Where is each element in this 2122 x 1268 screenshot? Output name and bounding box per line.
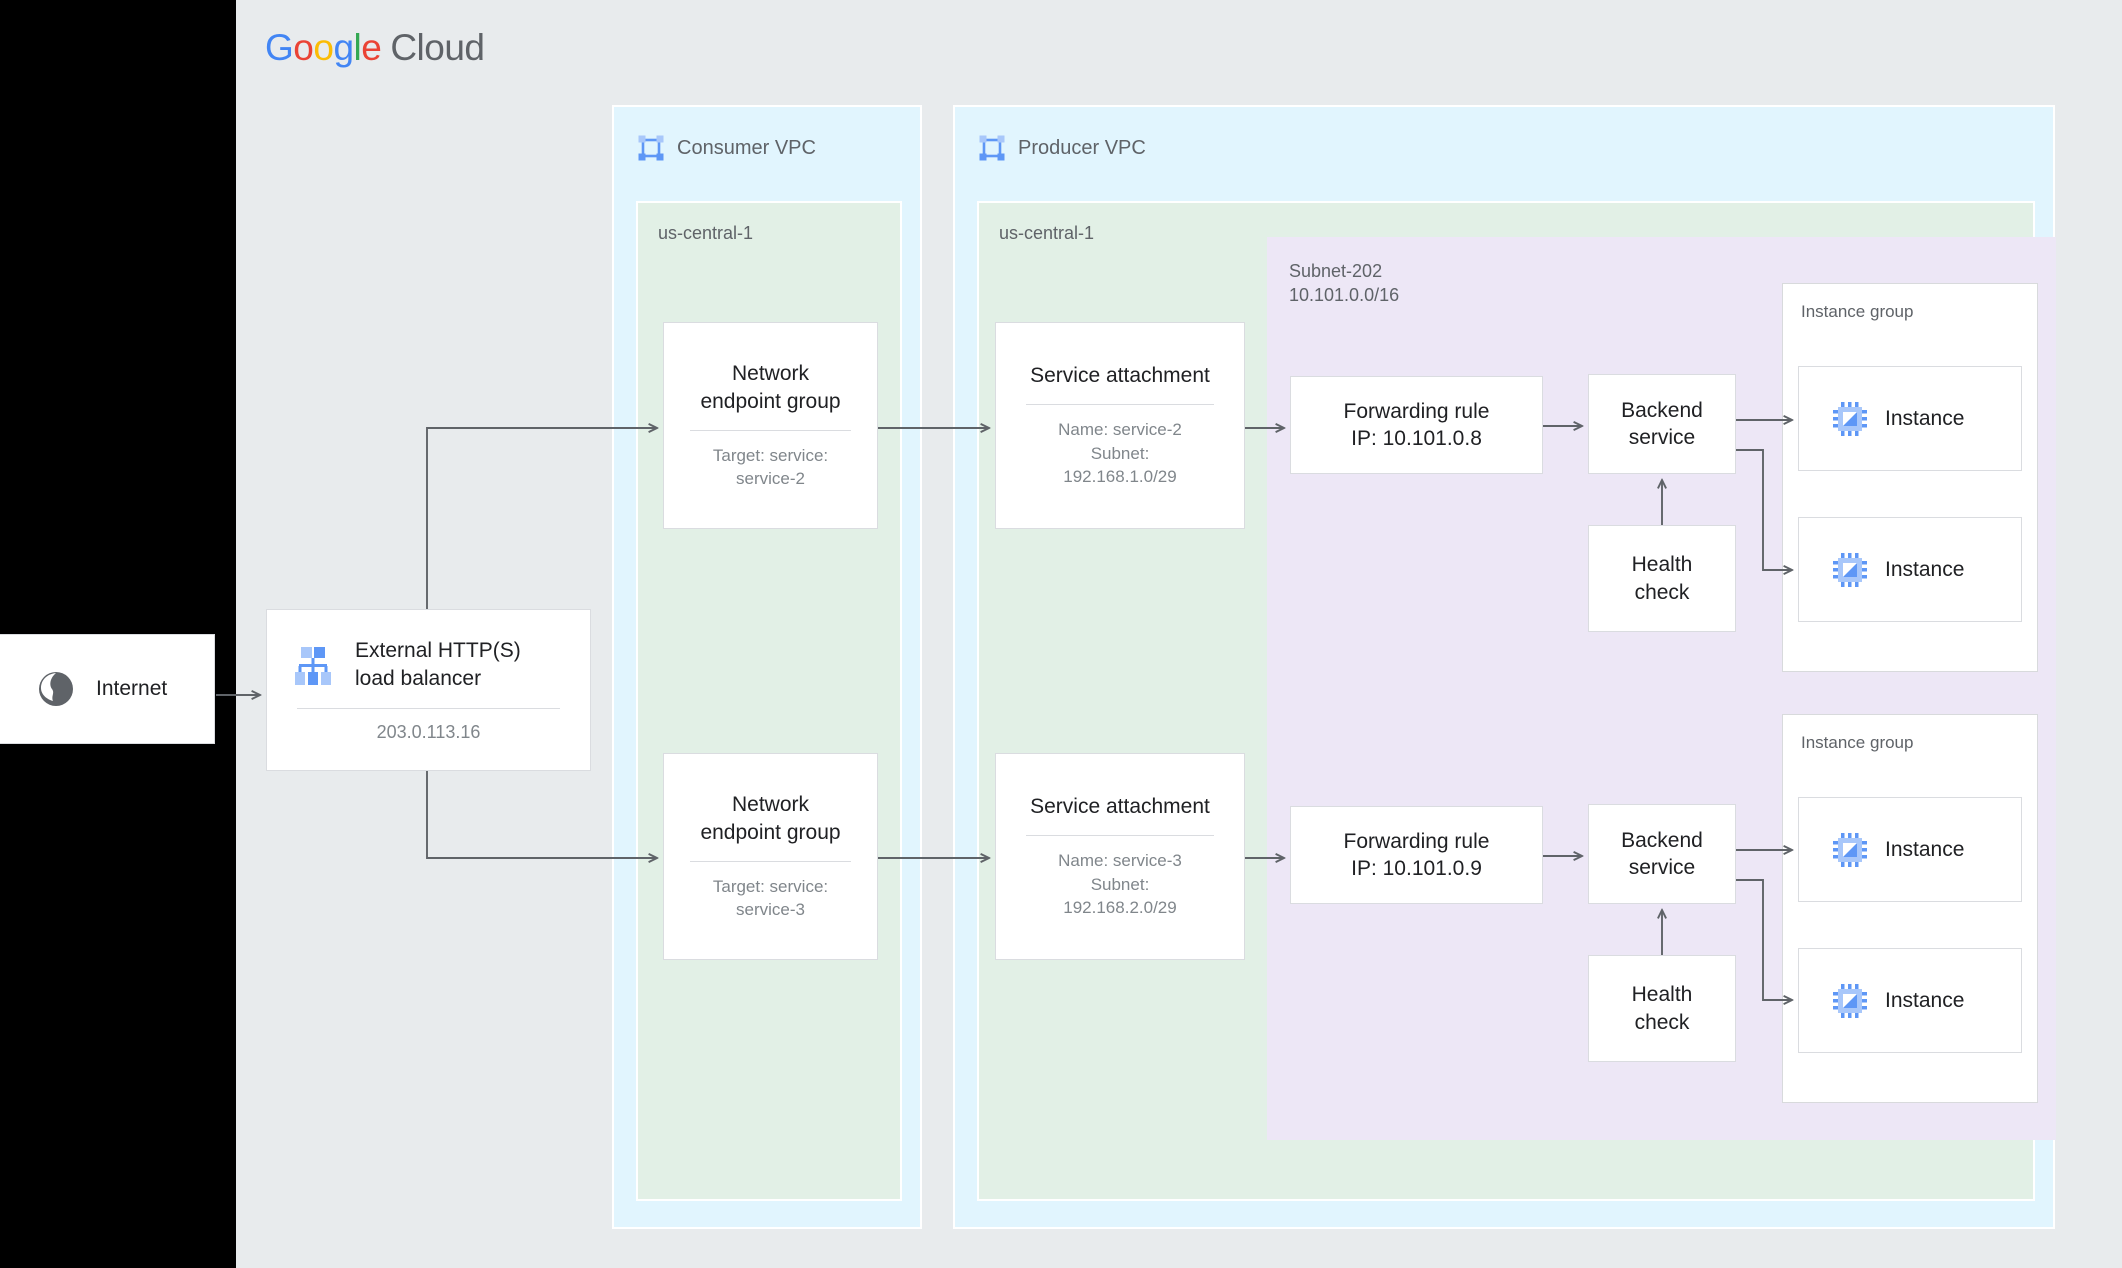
instance-1-1-label: Instance bbox=[1885, 406, 1965, 430]
instance-group-1-label: Instance group bbox=[1801, 302, 1914, 321]
health-check-1[interactable]: Health check bbox=[1588, 525, 1736, 632]
vpc-icon bbox=[638, 135, 664, 161]
health-check-2[interactable]: Health check bbox=[1588, 955, 1736, 1062]
forwarding-rule-2[interactable]: Forwarding rule IP: 10.101.0.9 bbox=[1290, 806, 1543, 904]
instance-icon bbox=[1833, 552, 1867, 587]
external-http-load-balancer[interactable]: External HTTP(S) load balancer 203.0.113… bbox=[266, 609, 591, 771]
service-attachment-1-details: Name: service-2 Subnet: 192.168.1.0/29 bbox=[1058, 420, 1182, 487]
internet-label: Internet bbox=[96, 677, 168, 700]
load-balancer-icon bbox=[295, 646, 331, 685]
load-balancer-ip: 203.0.113.16 bbox=[376, 721, 481, 742]
forwarding-rule-1[interactable]: Forwarding rule IP: 10.101.0.8 bbox=[1290, 376, 1543, 474]
consumer-vpc-header: Consumer VPC bbox=[638, 135, 816, 161]
instance-1-2[interactable]: Instance bbox=[1798, 517, 2022, 622]
neg-1-title: Network endpoint group bbox=[700, 362, 841, 413]
instance-2-1-label: Instance bbox=[1885, 837, 1965, 861]
network-endpoint-group-1[interactable]: Network endpoint group Target: service: … bbox=[663, 322, 878, 529]
globe-icon bbox=[39, 672, 73, 706]
service-attachment-2-title: Service attachment bbox=[1030, 795, 1210, 819]
instance-2-2-label: Instance bbox=[1885, 988, 1965, 1012]
service-attachment-2[interactable]: Service attachment Name: service-3 Subne… bbox=[995, 753, 1245, 960]
service-attachment-1[interactable]: Service attachment Name: service-2 Subne… bbox=[995, 322, 1245, 529]
internet-node[interactable]: Internet bbox=[0, 634, 215, 744]
logo-letter-g: G bbox=[265, 27, 294, 68]
producer-vpc-header: Producer VPC bbox=[979, 135, 1146, 161]
instance-icon bbox=[1833, 401, 1867, 436]
neg-1-target: Target: service: service-2 bbox=[712, 445, 829, 489]
logo-word-cloud: Cloud bbox=[390, 27, 485, 68]
producer-region-label: us-central-1 bbox=[999, 223, 1095, 243]
backend-service-1[interactable]: Backend service bbox=[1588, 374, 1736, 474]
logo-letter-l: l bbox=[353, 27, 362, 68]
service-attachment-1-title: Service attachment bbox=[1030, 364, 1210, 388]
neg-2-divider bbox=[689, 860, 852, 862]
consumer-vpc-title: Consumer VPC bbox=[677, 136, 816, 159]
neg-2-target: Target: service: service-3 bbox=[712, 876, 829, 920]
subnet-cidr: 10.101.0.0/16 bbox=[1289, 285, 1400, 306]
logo-letter-o1: o bbox=[293, 27, 314, 68]
vpc-icon bbox=[979, 135, 1005, 161]
instance-group-2-label: Instance group bbox=[1801, 733, 1914, 752]
logo-letter-e: e bbox=[361, 27, 382, 68]
load-balancer-divider bbox=[297, 707, 560, 709]
neg-2-title: Network endpoint group bbox=[700, 793, 841, 844]
backend-service-2[interactable]: Backend service bbox=[1588, 804, 1736, 904]
instance-2-2[interactable]: Instance bbox=[1798, 948, 2022, 1053]
instance-icon bbox=[1833, 983, 1867, 1018]
logo-letter-g2: g bbox=[333, 27, 354, 68]
consumer-vpc-container: Consumer VPC us-central-1 bbox=[612, 105, 922, 1229]
subnet-name: Subnet-202 bbox=[1289, 261, 1383, 281]
subnet-202-label: Subnet-202 10.101.0.0/16 bbox=[1289, 259, 1399, 308]
consumer-region-label: us-central-1 bbox=[658, 223, 754, 243]
neg-1-divider bbox=[689, 429, 852, 431]
instance-1-1[interactable]: Instance bbox=[1798, 366, 2022, 471]
service-attachment-1-divider bbox=[1025, 404, 1215, 406]
instance-2-1[interactable]: Instance bbox=[1798, 797, 2022, 902]
network-endpoint-group-2[interactable]: Network endpoint group Target: service: … bbox=[663, 753, 878, 960]
instance-1-2-label: Instance bbox=[1885, 557, 1965, 581]
load-balancer-title: External HTTP(S) load balancer bbox=[355, 639, 521, 690]
service-attachment-2-divider bbox=[1025, 835, 1215, 837]
instance-icon bbox=[1833, 832, 1867, 867]
producer-vpc-title: Producer VPC bbox=[1018, 136, 1146, 159]
logo-letter-o2: o bbox=[313, 27, 334, 68]
service-attachment-2-details: Name: service-3 Subnet: 192.168.2.0/29 bbox=[1058, 851, 1182, 918]
load-balancer-header: External HTTP(S) load balancer bbox=[293, 637, 564, 692]
